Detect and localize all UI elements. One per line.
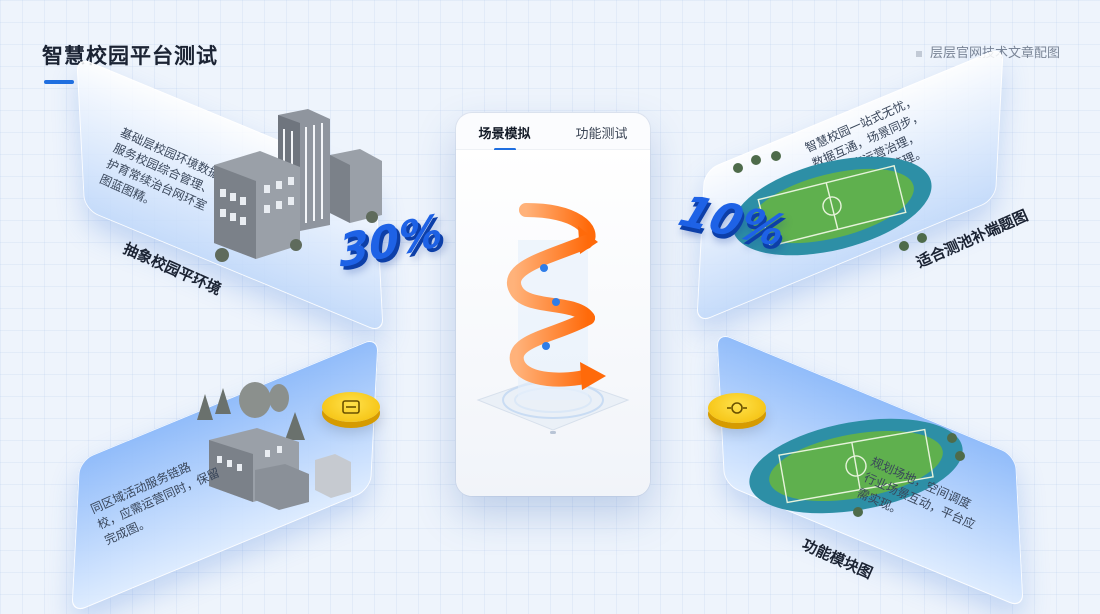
- coin-icon: [708, 393, 766, 423]
- building-icon: [197, 382, 351, 510]
- phone-tabs: 场景模拟 功能测试: [456, 113, 650, 151]
- caption-dot: [915, 50, 922, 57]
- building-icon: [214, 109, 382, 262]
- track-field-icon: [749, 418, 965, 517]
- tab-function-test[interactable]: 功能测试: [575, 127, 628, 142]
- track-field-icon: [732, 151, 932, 256]
- coin-icon: [322, 392, 380, 422]
- phone-mockup: 场景模拟 功能测试: [456, 113, 650, 496]
- page-title: 智慧校园平台测试: [42, 44, 218, 68]
- spiral-arrow-icon: [476, 203, 630, 434]
- tab-scene-simulation[interactable]: 场景模拟: [456, 113, 553, 151]
- phone-content: [456, 150, 650, 496]
- title-underline: [44, 80, 74, 84]
